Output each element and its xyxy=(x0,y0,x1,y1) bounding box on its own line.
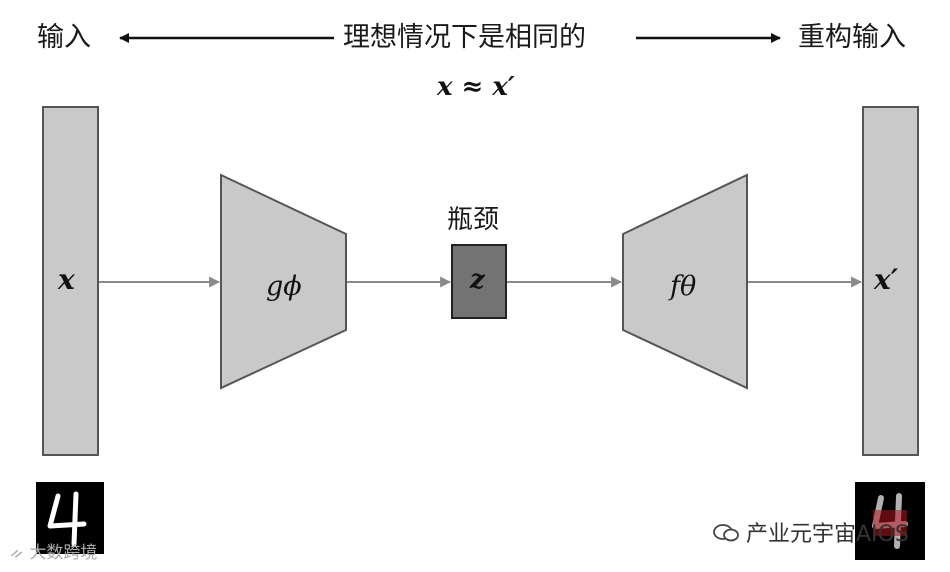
wechat-icon xyxy=(713,523,739,543)
decoder-symbol: fθ xyxy=(670,273,696,300)
encoder-symbol: gϕ xyxy=(266,273,302,300)
right-watermark: 产业元宇宙AIOS xyxy=(713,521,909,546)
output-vector-symbol: x′ xyxy=(874,266,898,294)
input-vector-symbol: x xyxy=(58,266,75,294)
latent-symbol: z xyxy=(470,267,485,293)
weibo-icon: ᨀ xyxy=(10,543,24,563)
left-watermark: ᨀ 大数跨境 xyxy=(10,545,97,562)
